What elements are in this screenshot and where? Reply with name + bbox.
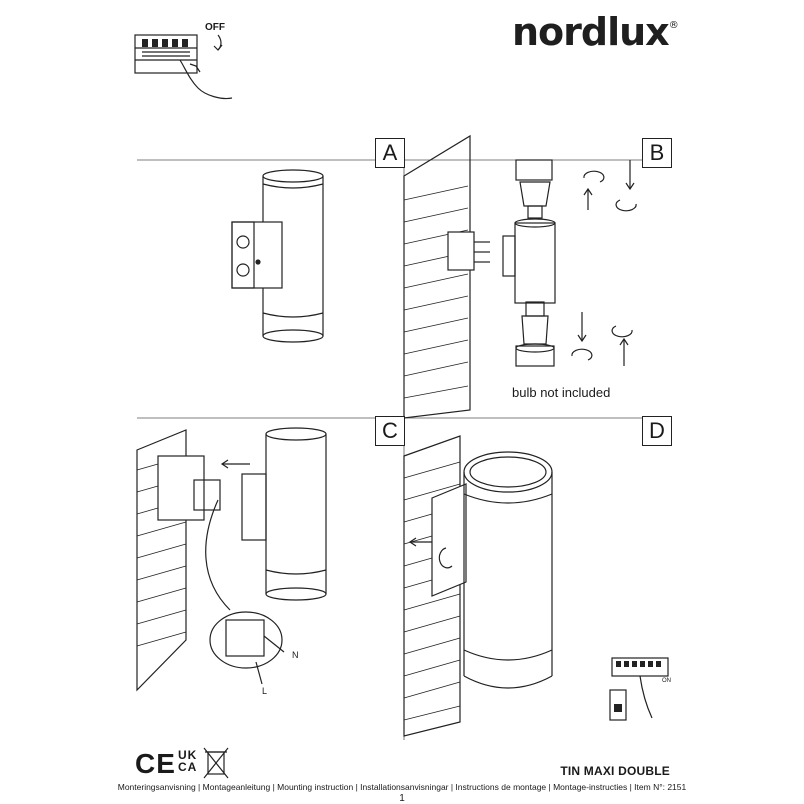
language-list: Monteringsanvisning | Montageanleitung |… — [117, 782, 687, 792]
panel-d-illustration — [403, 435, 669, 737]
bulb-caption: bulb not included — [512, 385, 611, 400]
ce-mark: CE — [135, 748, 176, 779]
panel-b-illustration — [403, 134, 637, 419]
breaker-on-label: ON — [662, 678, 671, 684]
switch-off-label: OFF — [205, 22, 225, 33]
product-name: TIN MAXI DOUBLE — [560, 764, 670, 778]
breaker-off-illustration — [134, 34, 233, 100]
brand-registered-mark: ® — [668, 20, 679, 31]
panel-a-illustration — [231, 169, 324, 343]
ukca-mark: UK CA — [178, 749, 202, 773]
panel-a-label: A — [375, 138, 405, 168]
weee-bin-icon — [203, 747, 229, 779]
panel-b-label: B — [642, 138, 672, 168]
ukca-top: UK — [178, 748, 198, 762]
panel-d-label: D — [642, 416, 672, 446]
panel-c-illustration — [136, 427, 327, 692]
brand-name: nordlux — [512, 10, 670, 54]
neutral-wire-label: N — [292, 650, 299, 660]
ukca-bottom: CA — [178, 760, 198, 774]
brand-logo: nordlux® — [512, 10, 679, 54]
panel-c-label: C — [375, 416, 405, 446]
page-number: 1 — [399, 793, 405, 804]
live-wire-label: L — [262, 686, 268, 696]
